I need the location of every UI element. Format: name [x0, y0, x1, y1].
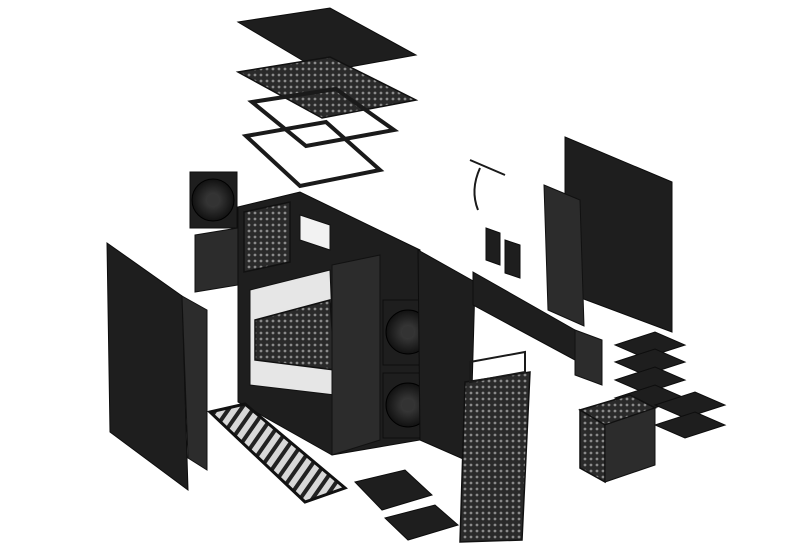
top-panel — [236, 7, 418, 73]
front-dust-filter — [459, 371, 531, 543]
hdd-tray-stack — [653, 391, 727, 439]
psu-cover-plate-small — [384, 504, 460, 541]
front-io-cable — [469, 159, 506, 211]
psu-bracket — [574, 329, 603, 386]
main-chassis — [237, 191, 421, 456]
top-fan-bracket — [247, 86, 400, 149]
left-side-panel — [106, 242, 189, 492]
top-mount-frame — [241, 119, 385, 189]
bottom-dust-filter — [206, 402, 348, 504]
rear-fan — [189, 171, 238, 229]
top-dust-filter — [235, 56, 419, 119]
psu-cover-plate — [354, 469, 433, 511]
motherboard-tray-plate — [543, 184, 585, 327]
pci-slot-bracket — [194, 227, 239, 293]
hdd-cage — [578, 394, 657, 484]
left-inner-panel — [181, 295, 208, 471]
small-mount-bracket — [485, 227, 501, 266]
front-filter-bracket — [469, 350, 526, 384]
small-mount-bracket-2 — [504, 239, 521, 279]
